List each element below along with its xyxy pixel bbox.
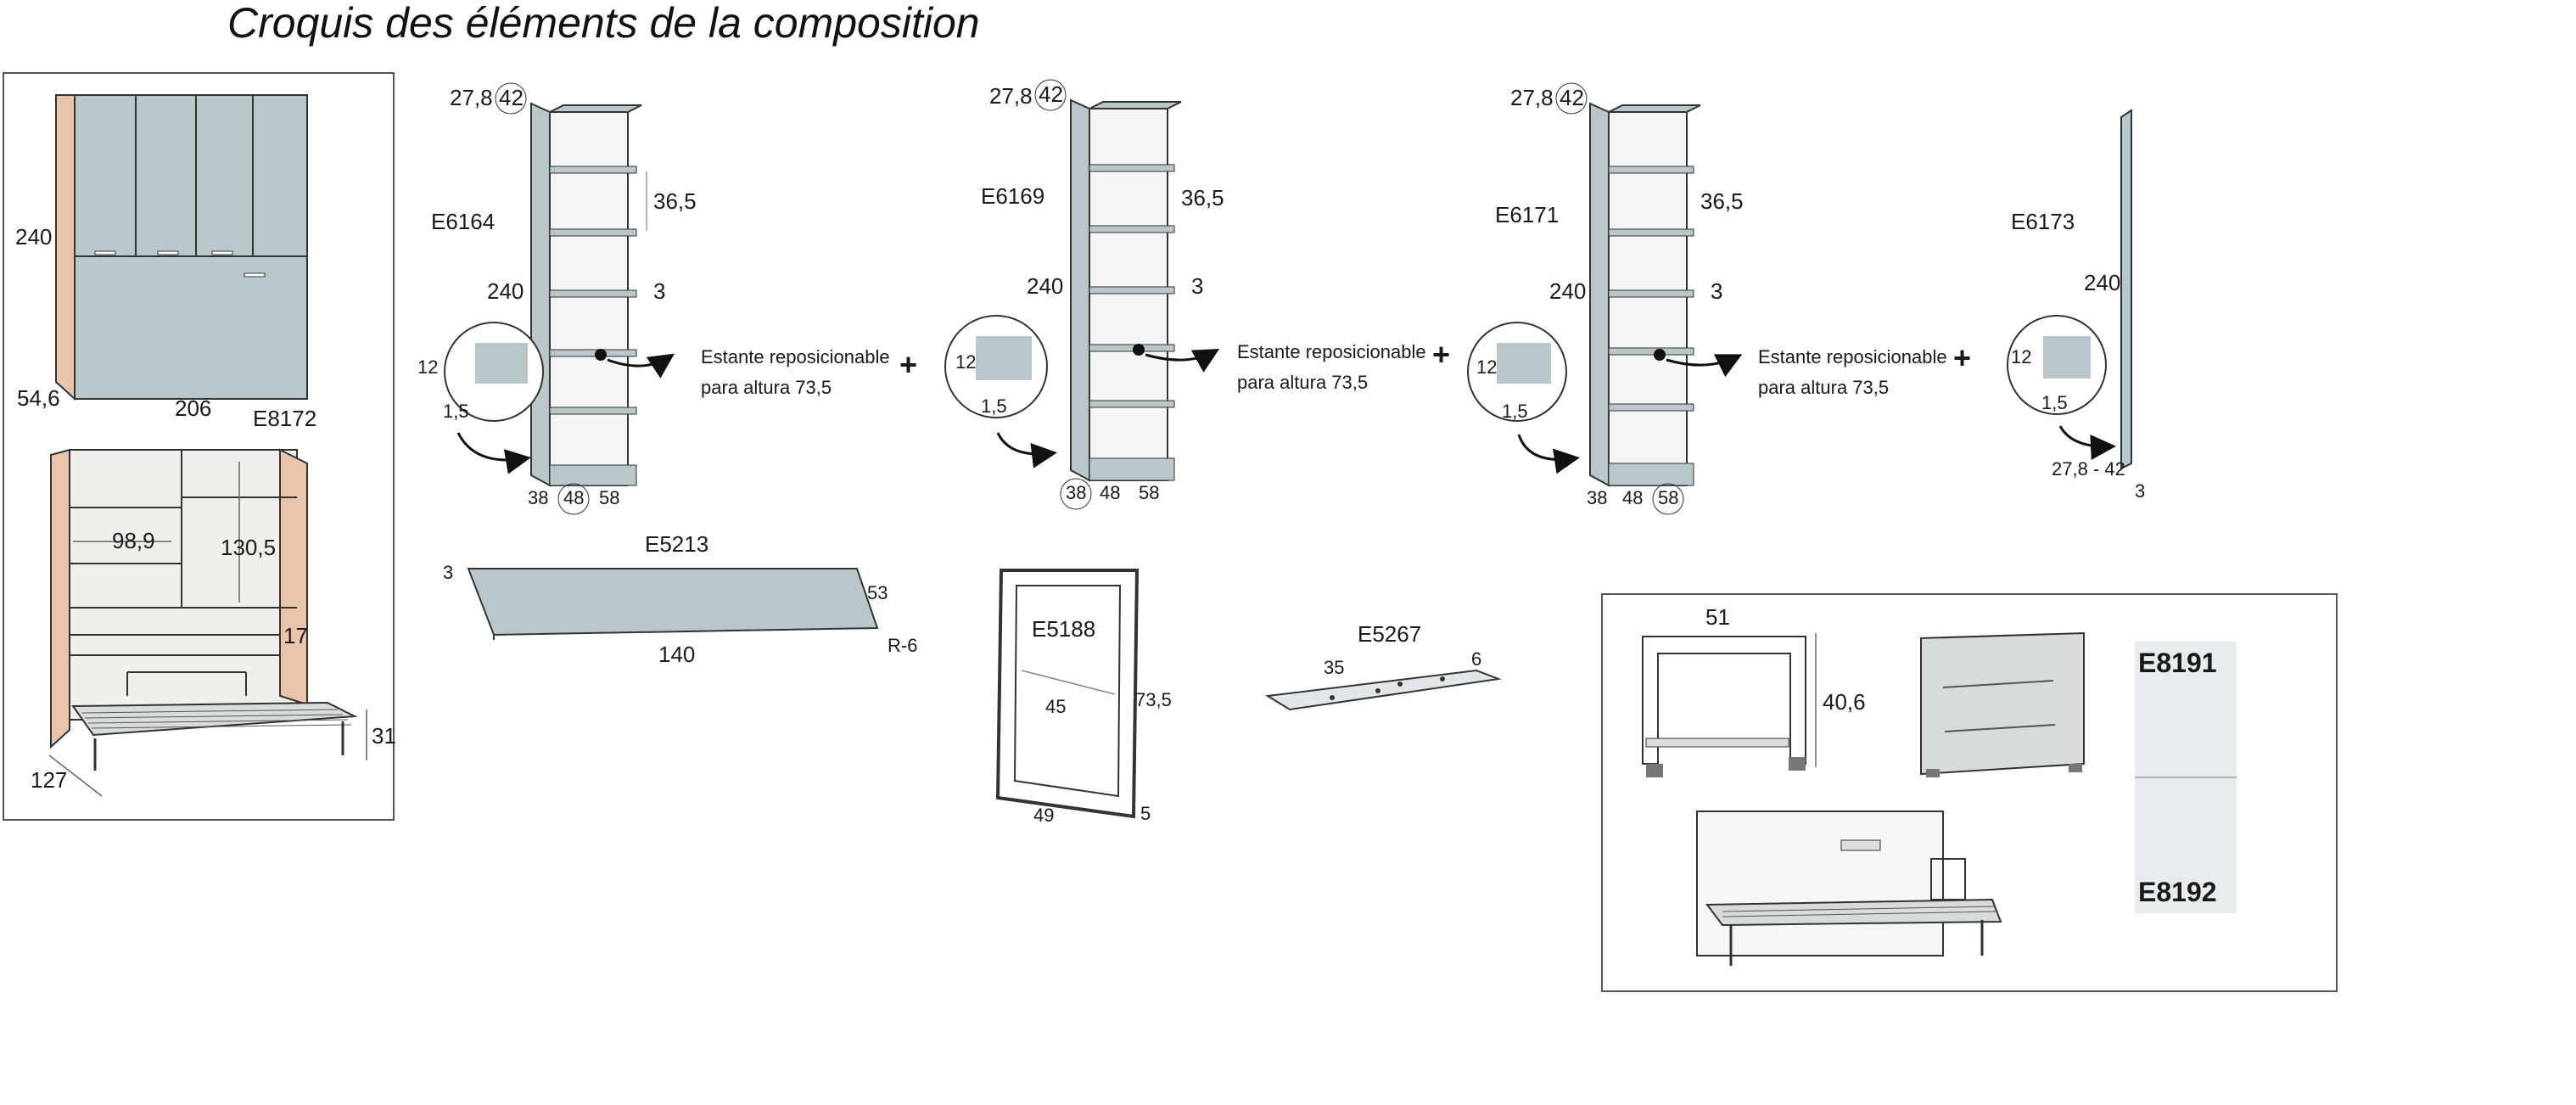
inner-width-label: 98,9 — [112, 528, 155, 553]
width-option-2: 48 — [563, 487, 584, 508]
plate-length: 35 — [1324, 657, 1344, 678]
page-title: Croquis des éléments de la composition — [227, 0, 980, 47]
panel-thickness: 3 — [2135, 480, 2145, 502]
shelf-thickness: 3 — [653, 278, 665, 304]
shelf-height: 240 — [1549, 278, 1586, 304]
option-code-a: E8191 — [2138, 648, 2217, 678]
slot-width: 1,5 — [1502, 401, 1528, 422]
option-code-b: E8192 — [2138, 877, 2217, 907]
depth-top-circled: 42 — [499, 85, 524, 110]
desk-top-e5213 — [467, 568, 879, 640]
desk-radius: R-6 — [888, 635, 917, 656]
gap-label: 17 — [283, 623, 308, 648]
desk-depth: 53 — [867, 582, 888, 603]
shelf-unit-e6164-labels: 27,8 42 E6164 36,5 240 3 12 1,5 Estante … — [417, 82, 890, 515]
note-line-2: para altura 73,5 — [1758, 377, 1889, 398]
bench-width: 51 — [1705, 604, 1730, 630]
shelf-code: E6164 — [431, 209, 495, 234]
bed-width-label: 206 — [175, 395, 211, 421]
panel-depth: 27,8 - 42 — [2052, 458, 2125, 480]
slot-width: 1,5 — [2041, 392, 2068, 413]
panel-height: 240 — [2084, 270, 2120, 295]
shelf-code: E6169 — [981, 183, 1044, 209]
slot-width: 1,5 — [981, 395, 1007, 417]
frame-inner: 45 — [1045, 696, 1066, 717]
depth-top-label: 27,8 — [1510, 85, 1554, 110]
shelf-spacing: 36,5 — [653, 188, 697, 214]
plate-code: E5267 — [1358, 621, 1421, 647]
depth-top-label: 27,8 — [450, 85, 493, 110]
desk-length: 140 — [658, 642, 695, 667]
bed-unit-closed — [55, 94, 308, 401]
shelf-height: 240 — [1027, 273, 1063, 299]
options-box — [1601, 593, 2338, 992]
plus-sign-3: + — [1953, 340, 1971, 375]
desk-code: E5213 — [645, 531, 708, 557]
bed-length-label: 127 — [31, 767, 67, 793]
plus-sign-1: + — [899, 347, 917, 382]
shelf-code: E6171 — [1495, 202, 1559, 227]
note-line-1: Estante reposicionable — [1758, 346, 1947, 367]
width-option-1: 38 — [528, 487, 548, 508]
panel-code: E6173 — [2011, 209, 2075, 234]
note-line-1: Estante reposicionable — [701, 346, 890, 367]
slot-height: 12 — [1476, 356, 1497, 378]
bed-unit-open — [48, 448, 367, 797]
frame-height: 73,5 — [1135, 689, 1172, 710]
frame-width: 49 — [1033, 805, 1054, 826]
inner-height-label: 130,5 — [221, 535, 276, 560]
plate-width: 6 — [1471, 648, 1481, 670]
leg-height-label: 31 — [372, 723, 396, 749]
frame-code: E5188 — [1032, 616, 1095, 642]
shelf-unit-e6169-labels: 27,8 42 E6169 36,5 240 3 12 1,5 Estante … — [955, 79, 1426, 510]
frame-thickness: 5 — [1140, 803, 1151, 824]
bed-depth-label: 54,6 — [17, 385, 60, 411]
desk-thickness: 3 — [443, 562, 453, 583]
shelf-height: 240 — [487, 278, 524, 304]
plus-sign-2: + — [1432, 337, 1450, 372]
slot-width: 1,5 — [443, 401, 469, 422]
depth-top-circled: 42 — [1039, 81, 1063, 107]
width-option-3: 58 — [599, 487, 619, 508]
shelf-unit-e6171 — [1467, 102, 1743, 487]
options-box-labels: 51 40,6 E8191 E8192 — [1705, 604, 2217, 907]
depth-top-label: 27,8 — [989, 83, 1033, 109]
depth-top-circled: 42 — [1560, 85, 1584, 110]
shelf-unit-e6171-labels: 27,8 42 E6171 36,5 240 3 12 1,5 Estante … — [1476, 82, 1947, 515]
note-line-2: para altura 73,5 — [1237, 372, 1368, 393]
slot-height: 12 — [955, 351, 976, 373]
shelf-spacing: 36,5 — [1700, 188, 1744, 214]
slot-height: 12 — [2011, 346, 2031, 367]
side-panel-e6173-labels: E6173 240 12 1,5 27,8 - 42 3 — [2011, 209, 2145, 502]
side-panel-e6173 — [2007, 109, 2132, 470]
shelf-spacing: 36,5 — [1181, 185, 1224, 210]
shelf-thickness: 3 — [1191, 273, 1203, 299]
shelf-thickness: 3 — [1711, 278, 1722, 304]
frame-leg-e5188 — [995, 569, 1140, 819]
frame-leg-e5188-labels: E5188 45 73,5 49 5 — [1032, 616, 1172, 826]
bench-height: 40,6 — [1823, 689, 1866, 715]
shelf-unit-e6164 — [444, 102, 675, 487]
bed-height-label: 240 — [15, 224, 52, 250]
width-option-3: 58 — [1139, 482, 1159, 503]
width-option-2: 48 — [1622, 487, 1643, 508]
note-line-2: para altura 73,5 — [701, 377, 832, 398]
note-line-1: Estante reposicionable — [1237, 341, 1426, 362]
width-option-2: 48 — [1100, 482, 1120, 503]
bed-unit-box: 240 54,6 206 E8172 — [3, 72, 396, 821]
width-option-1: 38 — [1066, 482, 1086, 503]
bed-unit-code: E8172 — [253, 406, 316, 431]
width-option-1: 38 — [1587, 487, 1607, 508]
plate-e5267 — [1265, 669, 1502, 711]
slot-height: 12 — [417, 356, 438, 378]
plate-e5267-labels: E5267 35 6 — [1324, 621, 1481, 678]
width-option-3: 58 — [1658, 487, 1678, 508]
desk-top-e5213-labels: E5213 3 53 140 R-6 — [443, 531, 917, 667]
shelf-unit-e6169 — [944, 98, 1220, 482]
